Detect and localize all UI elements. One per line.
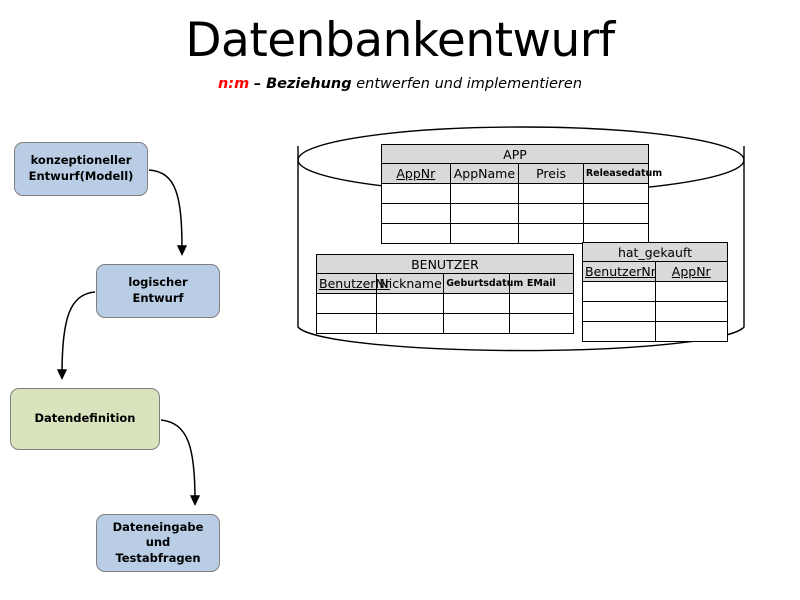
db-table-cell	[582, 281, 656, 302]
db-column-header: Nickname	[376, 273, 445, 294]
db-table-cell	[381, 223, 451, 244]
flow-step-label: logischer Entwurf	[128, 275, 188, 305]
db-column-header-primary-key: BenutzerNr	[582, 261, 656, 282]
db-table-cell	[376, 313, 445, 334]
db-column-header: Geburtsdatum	[443, 273, 523, 294]
db-table-cell	[376, 293, 445, 314]
db-table-name: APP	[381, 144, 649, 164]
db-table-row	[381, 183, 650, 204]
db-table-cell	[582, 183, 650, 204]
db-table-cell	[518, 223, 584, 244]
db-table-cell	[582, 223, 650, 244]
db-table-row	[582, 281, 728, 302]
subtitle-highlight: n:m	[217, 76, 250, 93]
db-column-header: AppName	[449, 163, 520, 184]
db-table-cell	[518, 203, 584, 224]
db-table-row	[315, 293, 575, 314]
db-column-header-primary-key: AppNr	[381, 163, 451, 184]
db-table-cell	[449, 223, 520, 244]
flow-step-konzeptioneller-entwurf[interactable]: konzeptioneller Entwurf(Modell)	[14, 142, 148, 196]
flow-step-label-line2: Testabfragen	[115, 550, 201, 565]
flow-step-label: Dateneingabe und Testabfragen	[103, 520, 213, 567]
db-table-cell	[381, 203, 451, 224]
db-table-title-row: hat_gekauft	[582, 242, 728, 262]
db-table-name: hat_gekauft	[582, 242, 728, 262]
flow-step-label-line1: konzeptioneller	[30, 153, 132, 168]
db-table-cell	[582, 301, 656, 322]
arrow-konzept-to-logisch	[148, 169, 188, 256]
db-table-row	[381, 203, 650, 224]
db-table-cell	[443, 293, 510, 314]
db-column-header-primary-key: AppNr	[654, 261, 728, 282]
page-title: Datenbankentwurf	[185, 13, 615, 68]
subtitle-rest: entwerfen und implementieren	[356, 76, 583, 93]
db-table-title-row: APP	[381, 144, 649, 164]
flow-step-label: konzeptioneller Entwurf(Modell)	[29, 153, 134, 184]
flow-step-label-line1: Dateneingabe und	[112, 519, 204, 550]
db-table-cell	[654, 321, 728, 342]
db-table-row	[582, 301, 728, 322]
db-column-header: EMail	[508, 273, 575, 294]
db-column-header: Preis	[518, 163, 584, 184]
db-table-cell	[582, 203, 650, 224]
flow-step-datendefinition[interactable]: Datendefinition	[10, 388, 160, 450]
subtitle: n:m – Beziehung entwerfen und implementi…	[0, 76, 800, 93]
db-table-cell	[654, 301, 728, 322]
flow-step-label: Datendefinition	[34, 411, 136, 426]
db-table-cell	[315, 293, 378, 314]
title-area: Datenbankentwurf n:m – Beziehung entwerf…	[0, 16, 800, 93]
db-table-cell	[508, 293, 575, 314]
db-table-title-row: BENUTZER	[316, 254, 574, 274]
subtitle-bold-part: – Beziehung	[253, 76, 352, 93]
db-table-name: BENUTZER	[316, 254, 574, 274]
flow-step-dateneingabe-testabfragen[interactable]: Dateneingabe und Testabfragen	[96, 514, 220, 572]
flow-step-logischer-entwurf[interactable]: logischer Entwurf	[96, 264, 220, 318]
db-table-cell	[315, 313, 378, 334]
flow-step-label-line2: Entwurf(Modell)	[28, 169, 134, 183]
db-column-header: Releasedatum	[582, 163, 662, 184]
db-table-row	[315, 313, 575, 334]
db-table-cell	[518, 183, 584, 204]
db-table-cell	[449, 203, 520, 224]
db-table-cell	[449, 183, 520, 204]
db-table-cell	[582, 321, 656, 342]
arrow-logisch-to-datendef	[56, 291, 96, 380]
db-table-cell	[654, 281, 728, 302]
db-column-header-primary-key: BenutzerNr	[315, 273, 390, 294]
db-table-cell	[381, 183, 451, 204]
db-table-cell	[443, 313, 510, 334]
arrow-datendef-to-eingabe	[160, 419, 201, 506]
db-table-row	[381, 223, 650, 244]
db-table-cell	[508, 313, 575, 334]
db-table-row	[582, 321, 728, 342]
